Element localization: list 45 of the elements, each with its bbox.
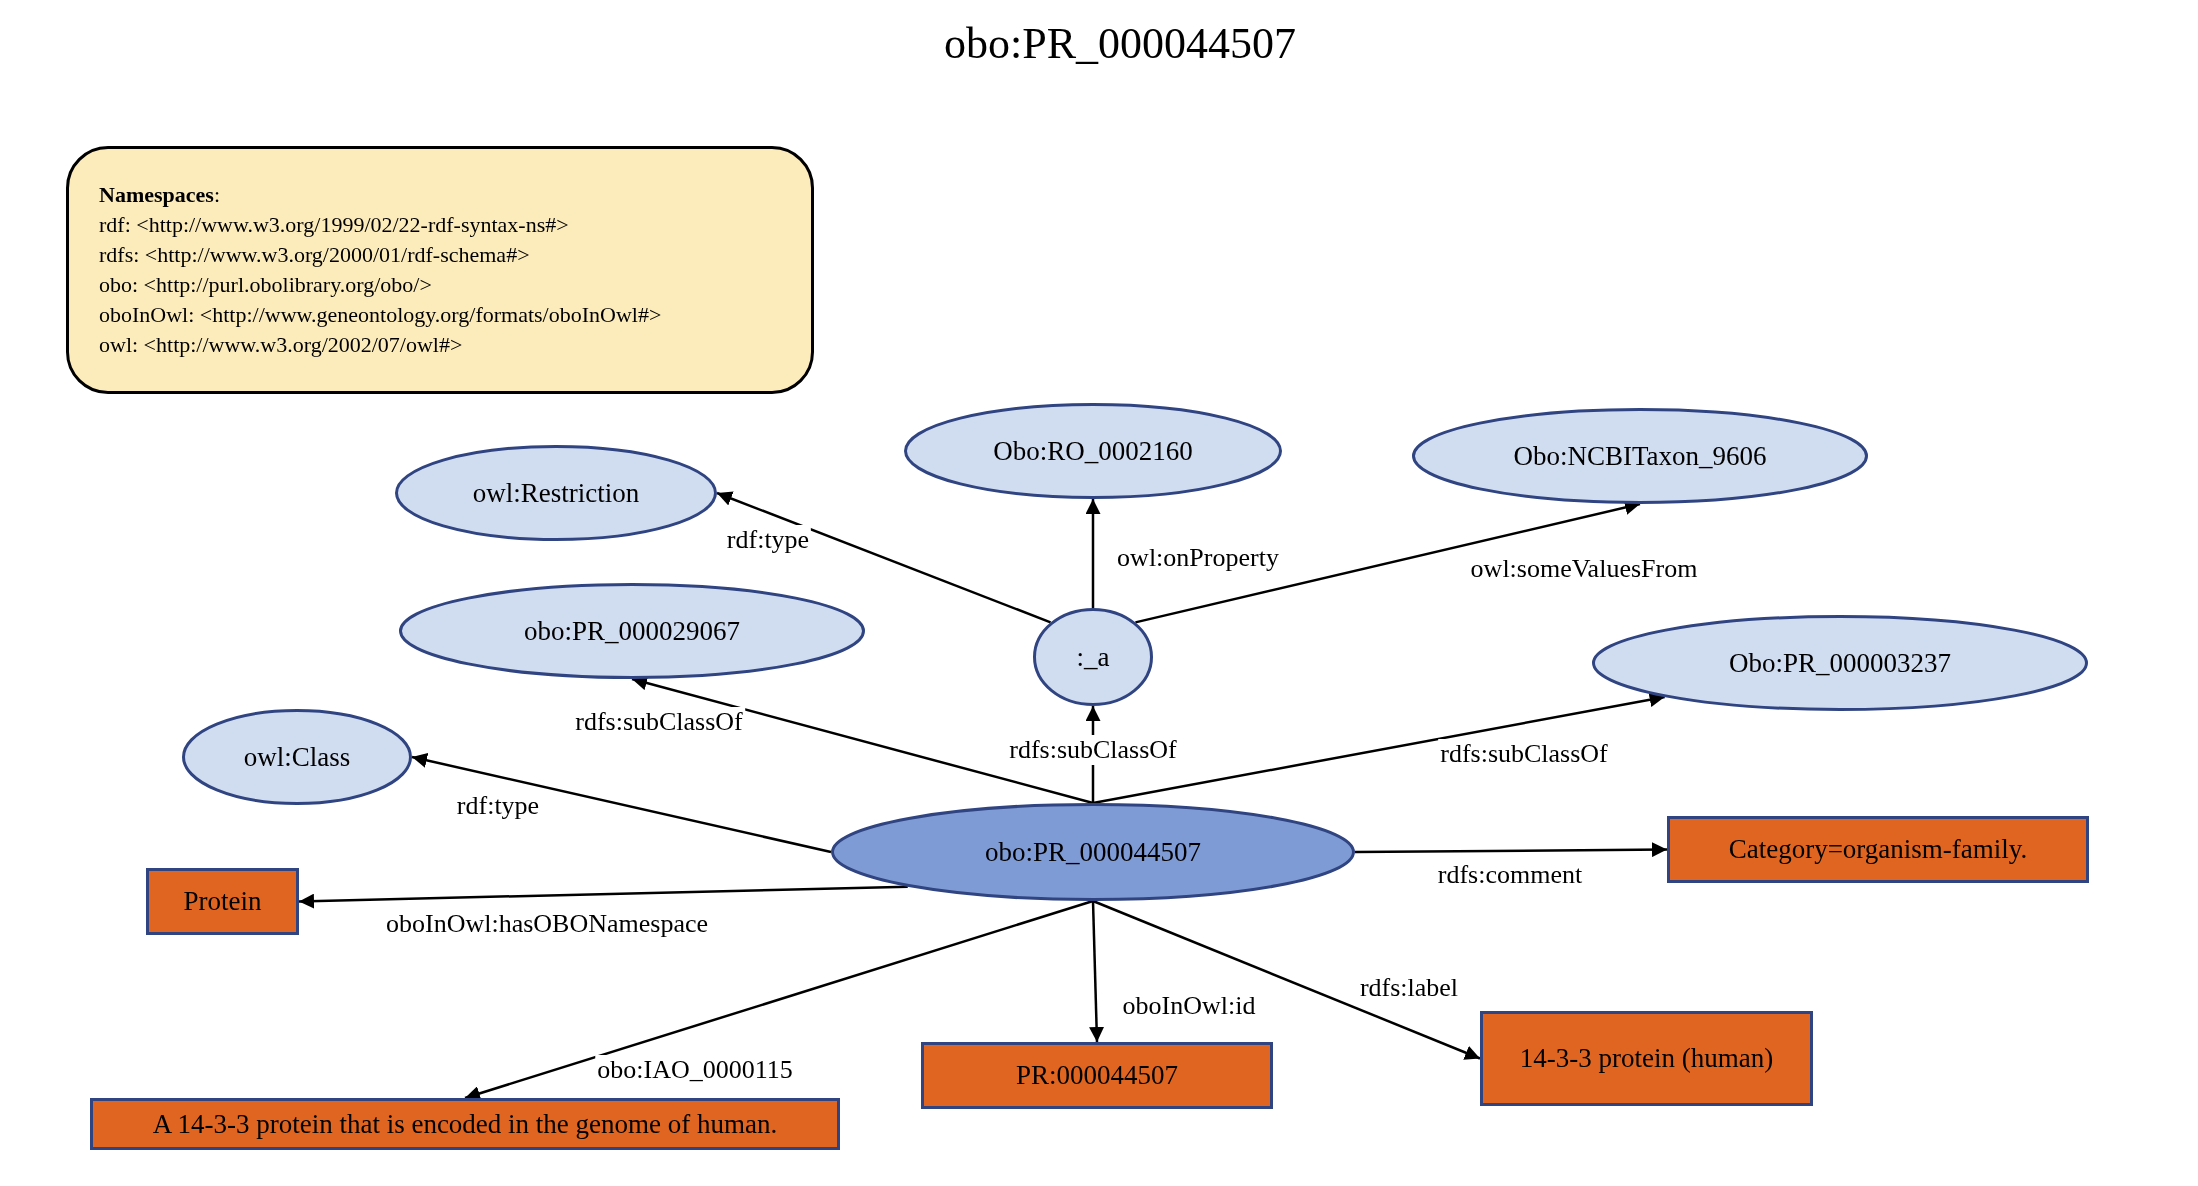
arrow	[298, 885, 908, 909]
diagram-title: obo:PR_000044507	[944, 17, 1296, 69]
arrow	[411, 753, 832, 854]
node-label: obo:PR_000029067	[524, 615, 740, 647]
node-label: Protein	[183, 886, 262, 917]
node-label: obo:PR_000044507	[985, 836, 1201, 868]
ellipse-node	[1592, 615, 2088, 711]
node-label: Obo:RO_0002160	[993, 435, 1193, 467]
namespace-box	[66, 146, 814, 394]
namespace-text: Namespaces:	[99, 181, 220, 209]
ellipse-node	[395, 445, 717, 541]
namespace-text: owl: <http://www.w3.org/2002/07/owl#>	[99, 331, 463, 359]
literal-box	[146, 868, 299, 935]
node-label: Obo:NCBITaxon_9606	[1513, 440, 1767, 472]
ellipse-node	[904, 403, 1282, 499]
node-label: Category=organism-family.	[1728, 834, 2028, 865]
arrow	[716, 491, 1052, 624]
node-label: PR:000044507	[1016, 1060, 1178, 1091]
node-label: A 14-3-3 protein that is encoded in the genome of human.	[152, 1108, 778, 1140]
node-label: owl:Class	[243, 741, 351, 773]
arrow	[1092, 899, 1481, 1060]
edge-label: rdf:type	[724, 525, 812, 555]
arrow	[1355, 842, 1667, 858]
namespace-text: oboInOwl: <http://www.geneontology.org/formats/oboInOwl#>	[99, 301, 662, 329]
edge-label: obo:IAO_0000115	[595, 1055, 795, 1085]
ellipse-node	[1412, 408, 1868, 504]
literal-box	[1480, 1011, 1813, 1106]
namespace-text: obo: <http://purl.obolibrary.org/obo/>	[99, 271, 432, 299]
node-label: owl:Restriction	[472, 477, 640, 509]
ellipse-node	[182, 709, 412, 805]
literal-box	[1667, 816, 2089, 883]
arrow	[1092, 692, 1665, 805]
edge-label: rdfs:subClassOf	[1007, 735, 1179, 765]
arrow	[1089, 900, 1105, 1043]
arrow	[1085, 499, 1101, 608]
literal-box	[921, 1042, 1273, 1109]
ellipse-node	[399, 583, 865, 679]
ellipse-node	[831, 803, 1355, 901]
node-label: Obo:PR_000003237	[1729, 647, 1951, 679]
literal-box	[90, 1098, 840, 1150]
node-label: 14-3-3 protein (human)	[1519, 1043, 1774, 1074]
node-label: :_a	[1076, 641, 1110, 673]
namespace-text: rdf: <http://www.w3.org/1999/02/22-rdf-syntax-ns#>	[99, 211, 569, 239]
namespace-text: rdfs: <http://www.w3.org/2000/01/rdf-schema#>	[99, 241, 530, 269]
ellipse-node	[1033, 608, 1153, 706]
